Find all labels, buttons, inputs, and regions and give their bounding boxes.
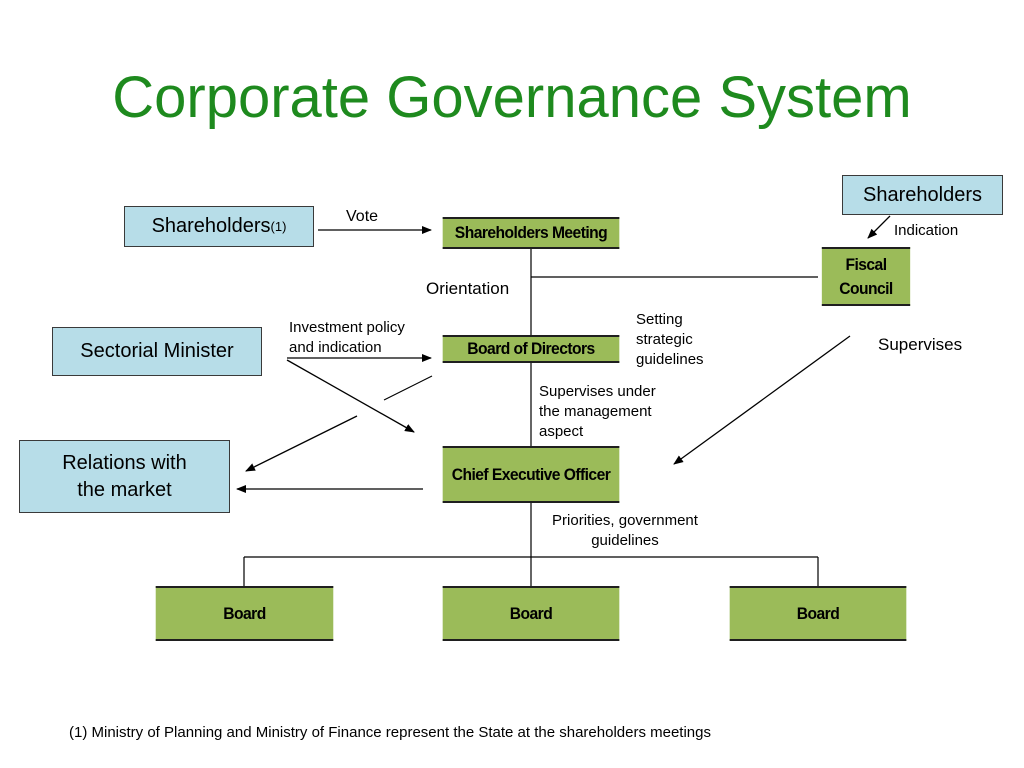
shareholders-left-label: Shareholders — [151, 215, 271, 237]
fiscal-council-line2: Council — [839, 278, 893, 298]
board-label-2: Board — [509, 603, 553, 623]
board-box-2: Board — [442, 586, 620, 641]
investment-policy-label: Investment policy and indication — [289, 318, 405, 358]
setting-line1: Setting — [636, 311, 683, 328]
board-label-3: Board — [796, 603, 840, 623]
board-of-directors-box: Board of Directors — [442, 335, 620, 363]
priorities-line2: guidelines — [591, 532, 659, 549]
fiscal-council-box: Fiscal Council — [821, 247, 911, 306]
shareholders-right-box: Shareholders — [842, 175, 1003, 215]
shareholders-left-box: Shareholders(1) — [124, 206, 314, 247]
board-directors-diagonal — [383, 375, 433, 401]
supervises-management-label: Supervises under the management aspect — [539, 382, 656, 442]
supervises-mgmt-line2: the management — [539, 403, 652, 420]
minister-ceo-arrow — [286, 359, 415, 433]
orientation-label: Orientation — [426, 279, 510, 298]
priorities-line1: Priorities, government — [552, 512, 698, 529]
setting-line3: guidelines — [636, 351, 704, 368]
setting-guidelines-label: Setting strategic guidelines — [636, 310, 704, 370]
ceo-label: Chief Executive Officer — [451, 464, 611, 484]
board-box-3: Board — [729, 586, 907, 641]
page-title: Corporate Governance System — [112, 65, 912, 130]
board-box-1: Board — [155, 586, 334, 641]
shareholders-meeting-label: Shareholders Meeting — [454, 223, 608, 242]
shareholders-meeting-box: Shareholders Meeting — [442, 217, 620, 249]
supervises-mgmt-line3: aspect — [539, 423, 584, 440]
footnote: (1) Ministry of Planning and Ministry of… — [69, 724, 711, 741]
investment-line1: Investment policy — [289, 319, 405, 336]
footnote-marker: (1) — [270, 219, 287, 234]
relations-label-line1: Relations with — [62, 451, 187, 474]
relations-label-line2: the market — [77, 478, 172, 501]
board-label-1: Board — [223, 603, 266, 623]
priorities-label: Priorities, government guidelines — [532, 511, 718, 551]
supervises-arrow — [673, 335, 851, 465]
vote-label: Vote — [346, 208, 379, 225]
sectorial-minister-box: Sectorial Minister — [52, 327, 262, 376]
indication-arrow — [867, 215, 891, 239]
board-of-directors-label: Board of Directors — [467, 339, 595, 358]
fiscal-council-line1: Fiscal — [845, 254, 887, 274]
supervises-mgmt-line1: Supervises under — [539, 383, 656, 400]
supervises-label: Supervises — [878, 335, 963, 354]
relations-market-box: Relations with the market — [19, 440, 230, 513]
investment-line2: and indication — [289, 339, 382, 356]
relations-diagonal-arrow — [245, 415, 358, 472]
setting-line2: strategic — [636, 331, 693, 348]
sectorial-minister-label: Sectorial Minister — [80, 340, 234, 362]
ceo-box: Chief Executive Officer — [442, 446, 620, 503]
shareholders-right-label: Shareholders — [863, 183, 982, 206]
indication-label: Indication — [894, 222, 959, 239]
